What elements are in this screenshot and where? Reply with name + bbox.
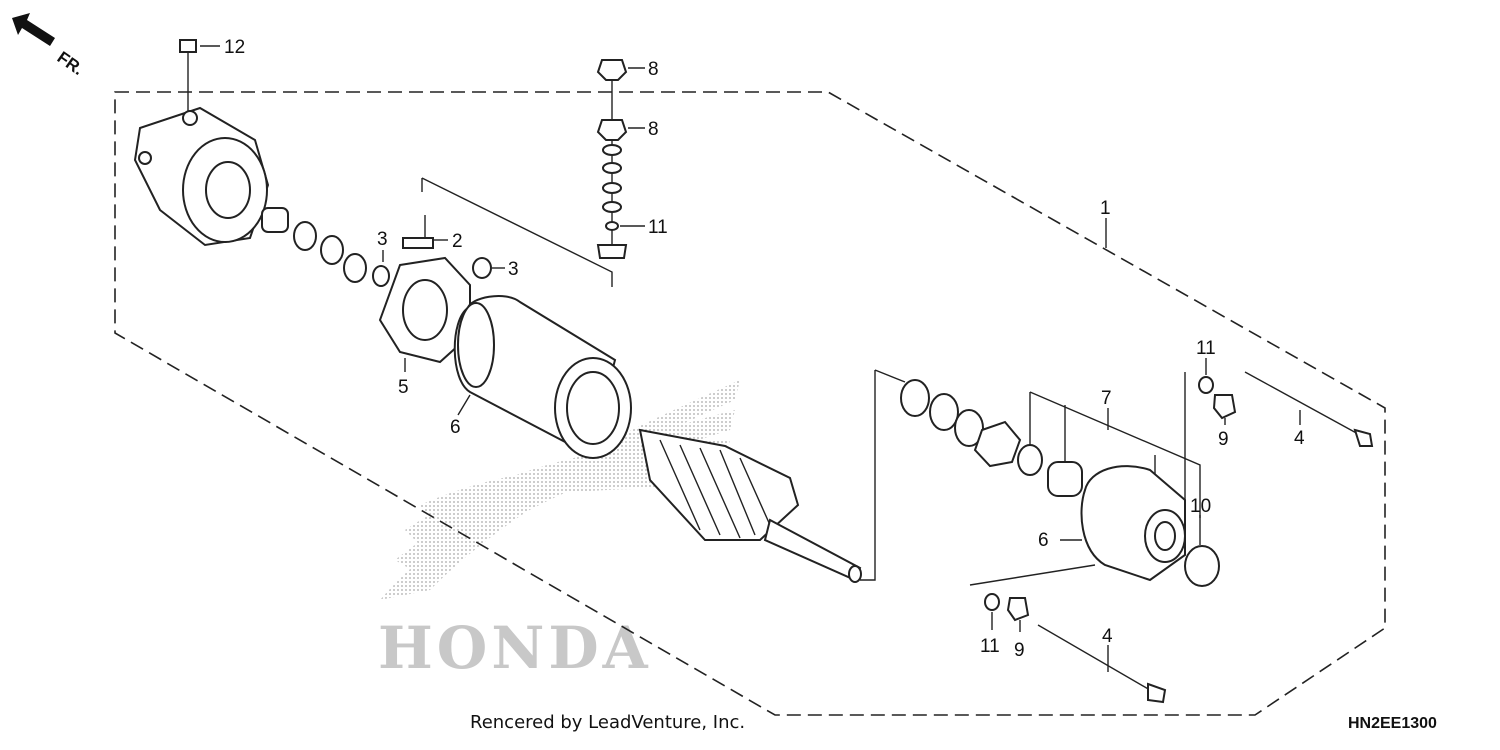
bearing-group-bracket [860,369,906,581]
bolt-group-bracket [969,564,1096,586]
direction-label: FR. [54,48,87,79]
front-direction-arrow: FR. [12,13,87,79]
callout-12: 12 [224,37,245,58]
callout-6-rear: 6 [1038,530,1049,551]
callout-3-right: 3 [508,259,519,280]
callout-11-stack: 11 [648,217,668,238]
callout-4-lower: 4 [1102,626,1113,647]
rear-washers [900,379,1083,497]
callout-11-upper: 11 [1196,338,1216,359]
callout-10: 10 [1190,496,1211,517]
diagram-code: HN2EE1300 [1348,715,1437,732]
callout-4-upper: 4 [1294,428,1305,449]
callout-6-yoke: 6 [450,417,461,438]
callout-8-lower: 8 [648,119,659,140]
front-cover [133,106,270,247]
callout-7: 7 [1101,388,1112,409]
upper-rear-fasteners [1198,376,1237,420]
through-bolt-upper [1244,371,1374,447]
rear-cover [1080,465,1186,582]
callout-2: 2 [452,231,463,252]
front-washers [261,207,492,287]
callout-8-upper: 8 [648,59,659,80]
armature [638,428,862,583]
callout-11-lower: 11 [980,636,1000,657]
terminal-fastener-stack [596,59,628,259]
callout-5: 5 [398,377,409,398]
seal-group-bracket [1029,391,1201,518]
callout-leaders [200,45,1301,672]
render-credit: Rencered by LeadVenture, Inc. [470,712,746,733]
brush-holder-bracket [421,177,613,287]
honda-logotype-watermark: HONDA [378,614,652,682]
assembly-outline [114,91,1386,716]
lower-rear-fasteners [984,593,1030,622]
arrow-icon [12,13,55,46]
callout-1: 1 [1100,198,1111,219]
mounting-bolt-12 [179,39,197,112]
callout-9-upper: 9 [1218,429,1229,450]
callout-9-lower: 9 [1014,640,1025,661]
callout-3-left: 3 [377,229,388,250]
o-ring [1184,545,1220,587]
motor-yoke [453,295,632,459]
through-bolt-lower [1037,624,1167,704]
